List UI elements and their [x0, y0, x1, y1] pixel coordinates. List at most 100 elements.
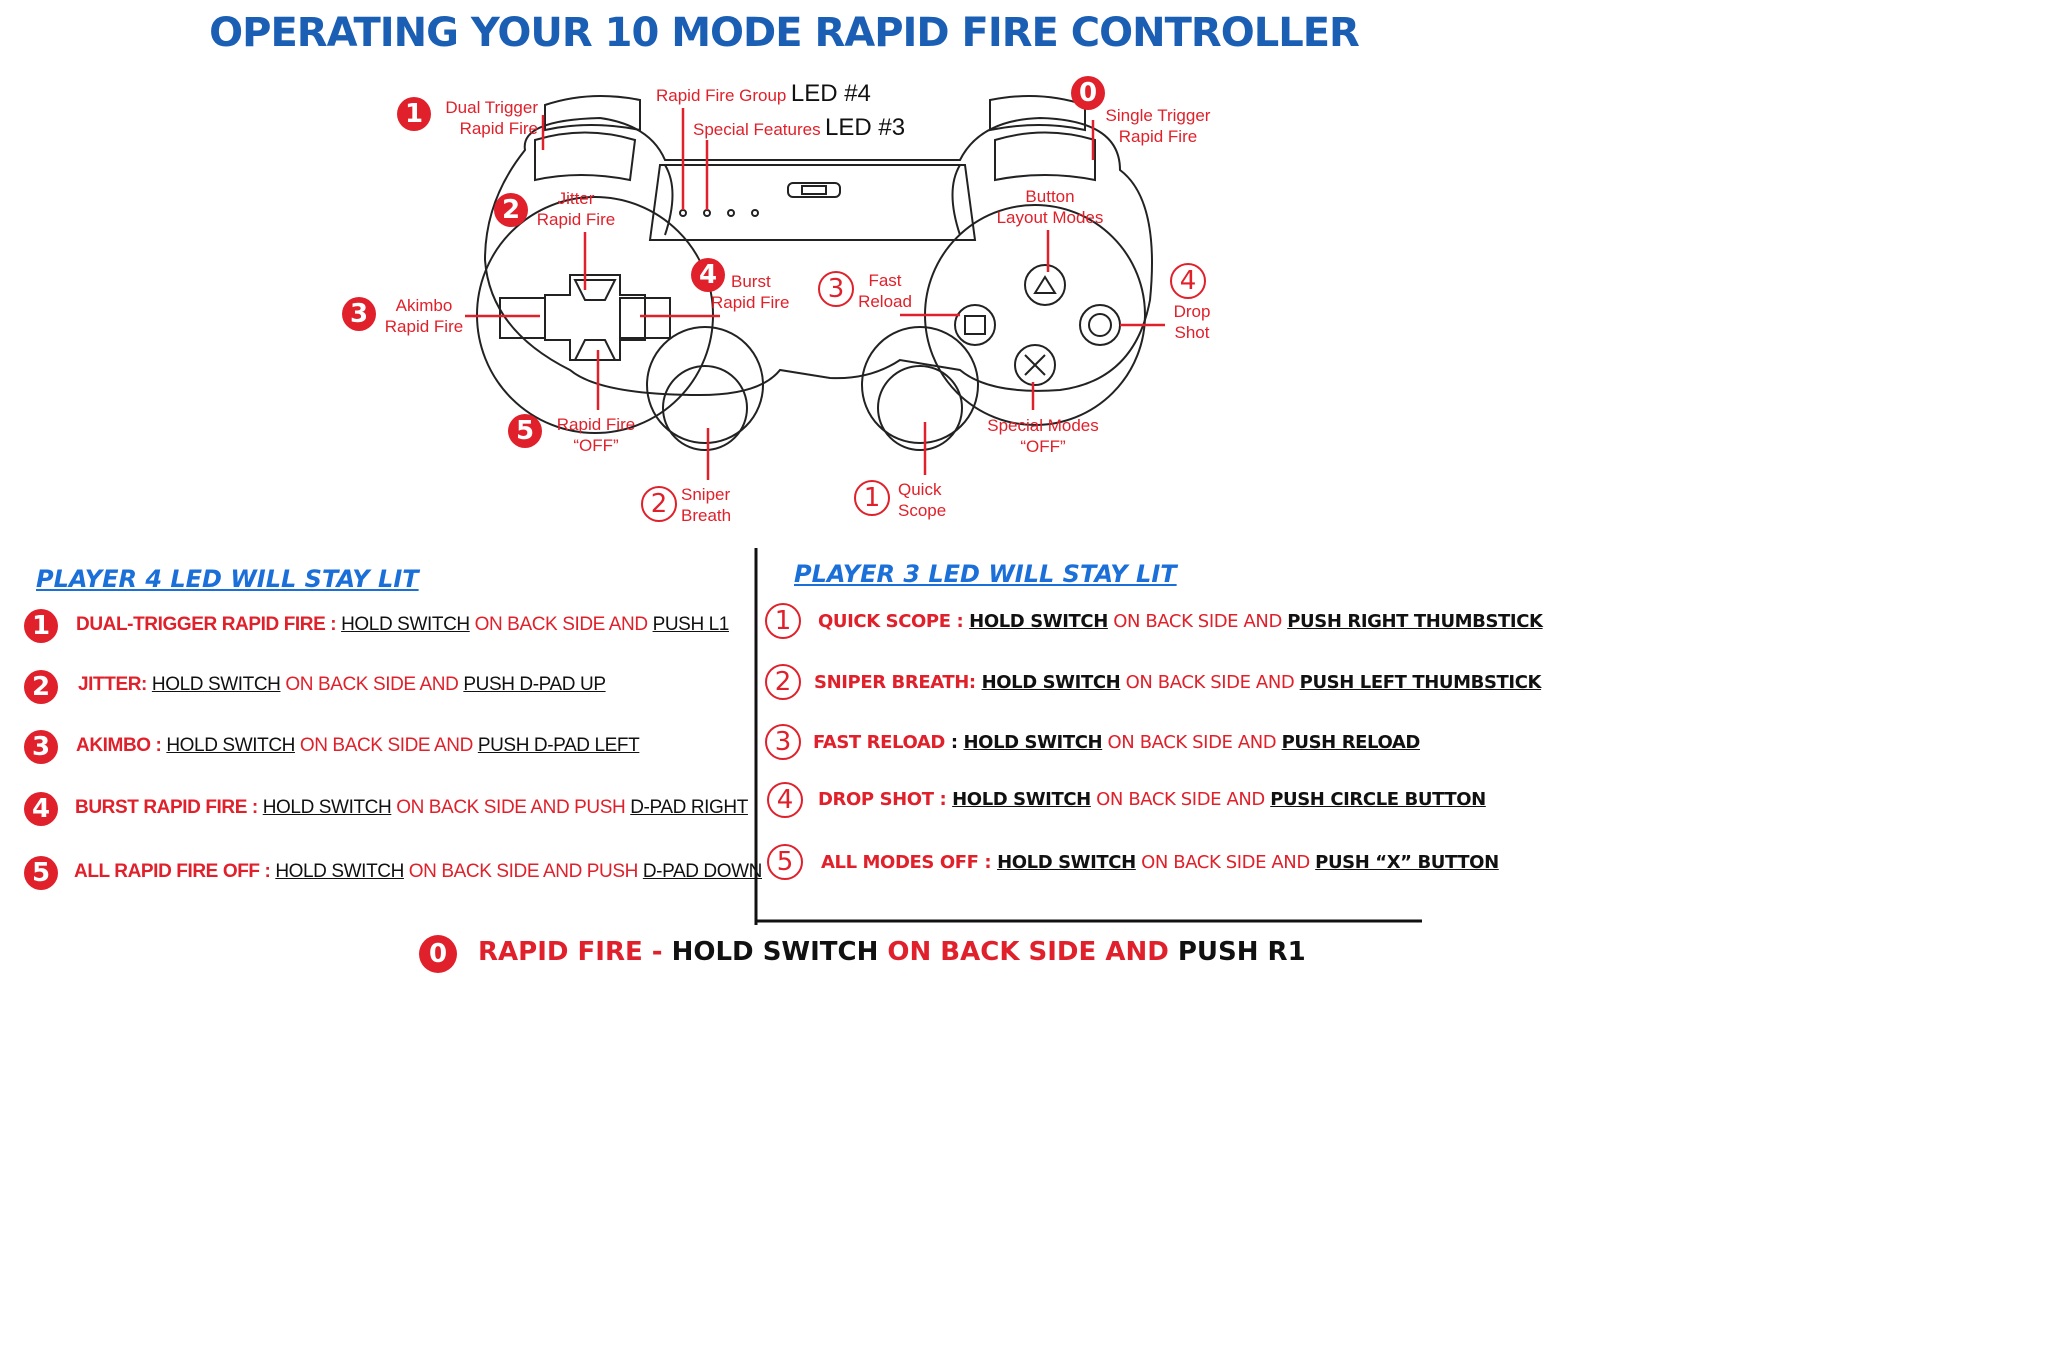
- quick-scope-line2: Scope: [898, 501, 947, 520]
- fast-reload-num: 3: [818, 271, 854, 307]
- button-layout-line1: Button: [1025, 187, 1075, 206]
- row-middle-text: ON BACK SIDE AND: [1090, 789, 1271, 810]
- row-hold-switch: HOLD SWITCH: [963, 732, 1103, 753]
- jitter-num: 2: [494, 193, 528, 227]
- dual-trigger-label: Dual Trigger Rapid Fire: [432, 97, 538, 139]
- left-row-num: 5: [24, 856, 58, 890]
- right-row-num: 1: [765, 603, 801, 639]
- bottom-mode: RAPID FIRE -: [478, 937, 672, 967]
- row-action: PUSH RIGHT THUMBSTICK: [1287, 611, 1543, 632]
- burst-label: Burst Rapid Fire: [711, 271, 811, 313]
- row-action: PUSH D-PAD UP: [463, 674, 606, 695]
- button-layout-line2: Layout Modes: [996, 208, 1104, 227]
- row-hold-switch: HOLD SWITCH: [981, 672, 1121, 693]
- akimbo-label: Akimbo Rapid Fire: [378, 295, 470, 337]
- left-row: DUAL-TRIGGER RAPID FIRE : HOLD SWITCH ON…: [76, 614, 729, 636]
- right-section-heading: PLAYER 3 LED WILL STAY LIT: [794, 560, 1177, 588]
- row-hold-switch: HOLD SWITCH: [969, 611, 1108, 632]
- button-layout-label: Button Layout Modes: [988, 186, 1112, 228]
- single-trigger-line1: Single Trigger: [1105, 106, 1211, 125]
- sniper-line2: Breath: [681, 506, 732, 525]
- single-trigger-label: Single Trigger Rapid Fire: [1098, 105, 1218, 147]
- right-row: QUICK SCOPE : HOLD SWITCH ON BACK SIDE A…: [818, 611, 1543, 632]
- row-middle-text: ON BACK SIDE AND: [280, 674, 464, 695]
- row-action: PUSH “X” BUTTON: [1315, 852, 1499, 873]
- led4-label: LED #4: [790, 80, 871, 107]
- bottom-num: 0: [419, 935, 457, 973]
- right-row: SNIPER BREATH: HOLD SWITCH ON BACK SIDE …: [814, 672, 1541, 693]
- drop-shot-line1: Drop: [1173, 302, 1211, 321]
- special-off-line2: “OFF”: [1020, 437, 1066, 456]
- dual-trigger-line1: Dual Trigger: [445, 98, 538, 117]
- row-action: PUSH LEFT THUMBSTICK: [1299, 672, 1542, 693]
- bottom-action: PUSH R1: [1177, 937, 1306, 967]
- bottom-middle: ON BACK SIDE AND: [878, 937, 1178, 967]
- left-row: AKIMBO : HOLD SWITCH ON BACK SIDE AND PU…: [76, 735, 640, 757]
- row-hold-switch: HOLD SWITCH: [952, 789, 1091, 810]
- rapid-fire-group-label: Rapid Fire Group: [656, 86, 787, 105]
- row-middle-text: ON BACK SIDE AND: [1135, 852, 1316, 873]
- quick-scope-line1: Quick: [898, 480, 942, 499]
- left-section-heading: PLAYER 4 LED WILL STAY LIT: [36, 565, 419, 593]
- sniper-num: 2: [641, 486, 677, 522]
- row-middle-text: ON BACK SIDE AND: [294, 735, 478, 756]
- single-trigger-num: 0: [1071, 76, 1105, 110]
- quick-scope-num: 1: [854, 480, 890, 516]
- bottom-instruction: RAPID FIRE - HOLD SWITCH ON BACK SIDE AN…: [478, 937, 1306, 967]
- drop-shot-label: Drop Shot: [1162, 301, 1222, 343]
- left-row: BURST RAPID FIRE : HOLD SWITCH ON BACK S…: [75, 797, 748, 819]
- bottom-hold: HOLD SWITCH: [671, 937, 879, 967]
- row-middle-text: ON BACK SIDE AND PUSH: [391, 797, 631, 818]
- sniper-line1: Sniper: [681, 485, 731, 504]
- rf-off-line2: “OFF”: [573, 436, 619, 455]
- controller-illustration: [465, 95, 1165, 480]
- row-hold-switch: HOLD SWITCH: [151, 674, 281, 695]
- left-row: ALL RAPID FIRE OFF : HOLD SWITCH ON BACK…: [74, 861, 762, 883]
- burst-line1: Burst: [731, 272, 771, 291]
- row-mode-name: JITTER:: [78, 674, 147, 695]
- jitter-label: Jitter Rapid Fire: [530, 188, 622, 230]
- left-row-num: 2: [24, 670, 58, 704]
- row-action: PUSH L1: [652, 614, 730, 635]
- left-row: JITTER: HOLD SWITCH ON BACK SIDE AND PUS…: [78, 674, 606, 696]
- fast-reload-line1: Fast: [868, 271, 902, 290]
- sniper-label: Sniper Breath: [681, 484, 751, 526]
- single-trigger-line2: Rapid Fire: [1118, 127, 1198, 146]
- rf-off-num: 5: [508, 414, 542, 448]
- row-action: D-PAD DOWN: [642, 861, 763, 882]
- right-row-num: 4: [767, 782, 803, 818]
- left-row-num: 3: [24, 730, 58, 764]
- rf-off-line1: Rapid Fire: [556, 415, 636, 434]
- fast-reload-label: Fast Reload: [852, 270, 918, 312]
- row-middle-text: ON BACK SIDE AND: [469, 614, 653, 635]
- special-features-label: Special Features: [693, 120, 821, 139]
- right-row: DROP SHOT : HOLD SWITCH ON BACK SIDE AND…: [818, 789, 1486, 810]
- special-off-line1: Special Modes: [987, 416, 1099, 435]
- row-hold-switch: HOLD SWITCH: [341, 614, 470, 635]
- row-action: PUSH CIRCLE BUTTON: [1270, 789, 1486, 810]
- row-hold-switch: HOLD SWITCH: [997, 852, 1136, 873]
- row-mode-name: SNIPER BREATH:: [814, 672, 976, 693]
- left-row-num: 1: [24, 609, 58, 643]
- right-row-num: 2: [765, 664, 801, 700]
- row-mode-name: DROP SHOT :: [818, 789, 947, 810]
- akimbo-num: 3: [342, 297, 376, 331]
- row-mode-name: DUAL-TRIGGER RAPID FIRE :: [76, 614, 337, 635]
- rapid-fire-group-led: Rapid Fire Group LED #4: [656, 80, 871, 108]
- quick-scope-label: Quick Scope: [898, 479, 968, 521]
- right-row-num: 3: [765, 724, 801, 760]
- special-off-label: Special Modes “OFF”: [978, 415, 1108, 457]
- burst-line2: Rapid Fire: [711, 293, 790, 312]
- led3-label: LED #3: [825, 114, 906, 141]
- section-dividers: [754, 548, 1422, 925]
- row-mode-name: ALL RAPID FIRE OFF :: [74, 861, 271, 882]
- left-row-num: 4: [24, 792, 58, 826]
- row-middle-text: ON BACK SIDE AND PUSH: [403, 861, 643, 882]
- drop-shot-num: 4: [1170, 263, 1206, 299]
- row-action: PUSH RELOAD: [1281, 732, 1421, 753]
- row-mode-name: ALL MODES OFF :: [821, 852, 992, 873]
- row-middle-text: ON BACK SIDE AND: [1102, 732, 1282, 753]
- akimbo-line1: Akimbo: [395, 296, 453, 315]
- jitter-line1: Jitter: [557, 189, 595, 208]
- burst-num: 4: [691, 258, 725, 292]
